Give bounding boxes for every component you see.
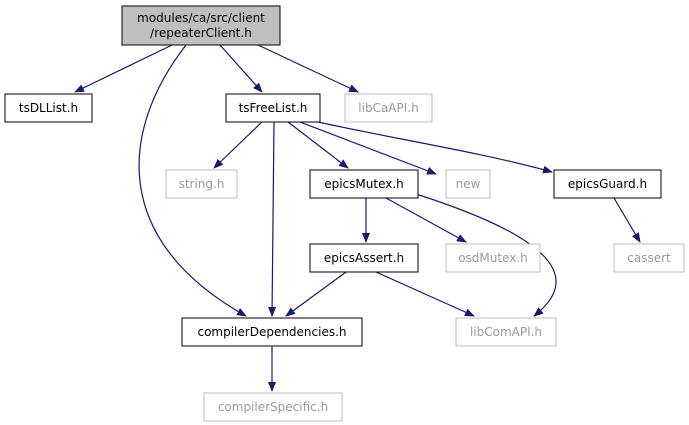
- edge-tsFreeList-to-epicsMutex: [287, 121, 349, 169]
- node-box-tsDLList[interactable]: [4, 93, 93, 123]
- node-label-tsDLList: tsDLList.h: [19, 101, 78, 115]
- node-box-tsFreeList[interactable]: [225, 93, 321, 123]
- node-root[interactable]: modules/ca/src/client/repeaterClient.h: [121, 5, 281, 46]
- edge-epicsAssert-to-compilerDependencies: [285, 271, 347, 317]
- node-libComAPI[interactable]: libComAPI.h: [455, 317, 557, 347]
- edge-epicsMutex-to-osdMutex: [385, 197, 467, 243]
- node-box-new[interactable]: [445, 169, 491, 199]
- node-string[interactable]: string.h: [165, 169, 238, 199]
- node-box-epicsGuard[interactable]: [553, 169, 662, 199]
- node-label-root: modules/ca/src/client: [137, 11, 265, 25]
- nodes-layer: modules/ca/src/client/repeaterClient.h ts…: [4, 5, 685, 422]
- node-label-string: string.h: [179, 177, 225, 191]
- node-new[interactable]: new: [445, 169, 491, 199]
- node-label-tsFreeList: tsFreeList.h: [239, 101, 308, 115]
- node-box-string[interactable]: [165, 169, 238, 199]
- node-box-libCaAPI[interactable]: [344, 93, 433, 123]
- edge-tsFreeList-to-compilerDependencies: [268, 121, 277, 317]
- node-osdMutex[interactable]: osdMutex.h: [445, 243, 541, 273]
- node-label-cassert: cassert: [627, 251, 671, 265]
- node-label-epicsGuard: epicsGuard.h: [568, 177, 647, 191]
- node-box-osdMutex[interactable]: [445, 243, 541, 273]
- node-box-compilerSpecific[interactable]: [203, 392, 343, 422]
- node-box-compilerDependencies[interactable]: [181, 317, 363, 347]
- node-cassert[interactable]: cassert: [613, 243, 685, 273]
- node-epicsMutex[interactable]: epicsMutex.h: [309, 169, 419, 199]
- edge-epicsMutex-to-libComAPI: [415, 193, 557, 317]
- edge-tsFreeList-to-epicsGuard: [317, 121, 553, 174]
- node-label-osdMutex: osdMutex.h: [458, 251, 528, 265]
- node-label-libComAPI: libComAPI.h: [470, 325, 542, 339]
- node-libCaAPI[interactable]: libCaAPI.h: [344, 93, 433, 123]
- edge-tsFreeList-to-new: [299, 121, 437, 175]
- node-box-root[interactable]: [121, 5, 281, 46]
- node-label-root: /repeaterClient.h: [150, 26, 252, 40]
- edge-root-to-tsDLList: [74, 44, 173, 93]
- node-epicsAssert[interactable]: epicsAssert.h: [309, 243, 419, 273]
- edges-layer: [74, 44, 641, 392]
- edge-epicsAssert-to-libComAPI: [375, 271, 475, 317]
- node-label-epicsMutex: epicsMutex.h: [324, 177, 404, 191]
- node-label-libCaAPI: libCaAPI.h: [358, 101, 418, 115]
- edge-root-to-compilerDependencies: [138, 44, 247, 317]
- node-epicsGuard[interactable]: epicsGuard.h: [553, 169, 662, 199]
- node-box-cassert[interactable]: [613, 243, 685, 273]
- node-label-compilerSpecific: compilerSpecific.h: [218, 400, 328, 414]
- node-tsDLList[interactable]: tsDLList.h: [4, 93, 93, 123]
- node-compilerDependencies[interactable]: compilerDependencies.h: [181, 317, 363, 347]
- edge-tsFreeList-to-string: [213, 121, 263, 169]
- edge-root-to-libCaAPI: [257, 44, 359, 93]
- node-box-epicsAssert[interactable]: [309, 243, 419, 273]
- edge-root-to-tsFreeList: [219, 44, 263, 93]
- node-label-new: new: [456, 177, 481, 191]
- edge-epicsGuard-to-cassert: [613, 197, 641, 243]
- node-label-compilerDependencies: compilerDependencies.h: [197, 325, 346, 339]
- node-box-libComAPI[interactable]: [455, 317, 557, 347]
- node-box-epicsMutex[interactable]: [309, 169, 419, 199]
- node-label-epicsAssert: epicsAssert.h: [324, 251, 404, 265]
- node-compilerSpecific[interactable]: compilerSpecific.h: [203, 392, 343, 422]
- node-tsFreeList[interactable]: tsFreeList.h: [225, 93, 321, 123]
